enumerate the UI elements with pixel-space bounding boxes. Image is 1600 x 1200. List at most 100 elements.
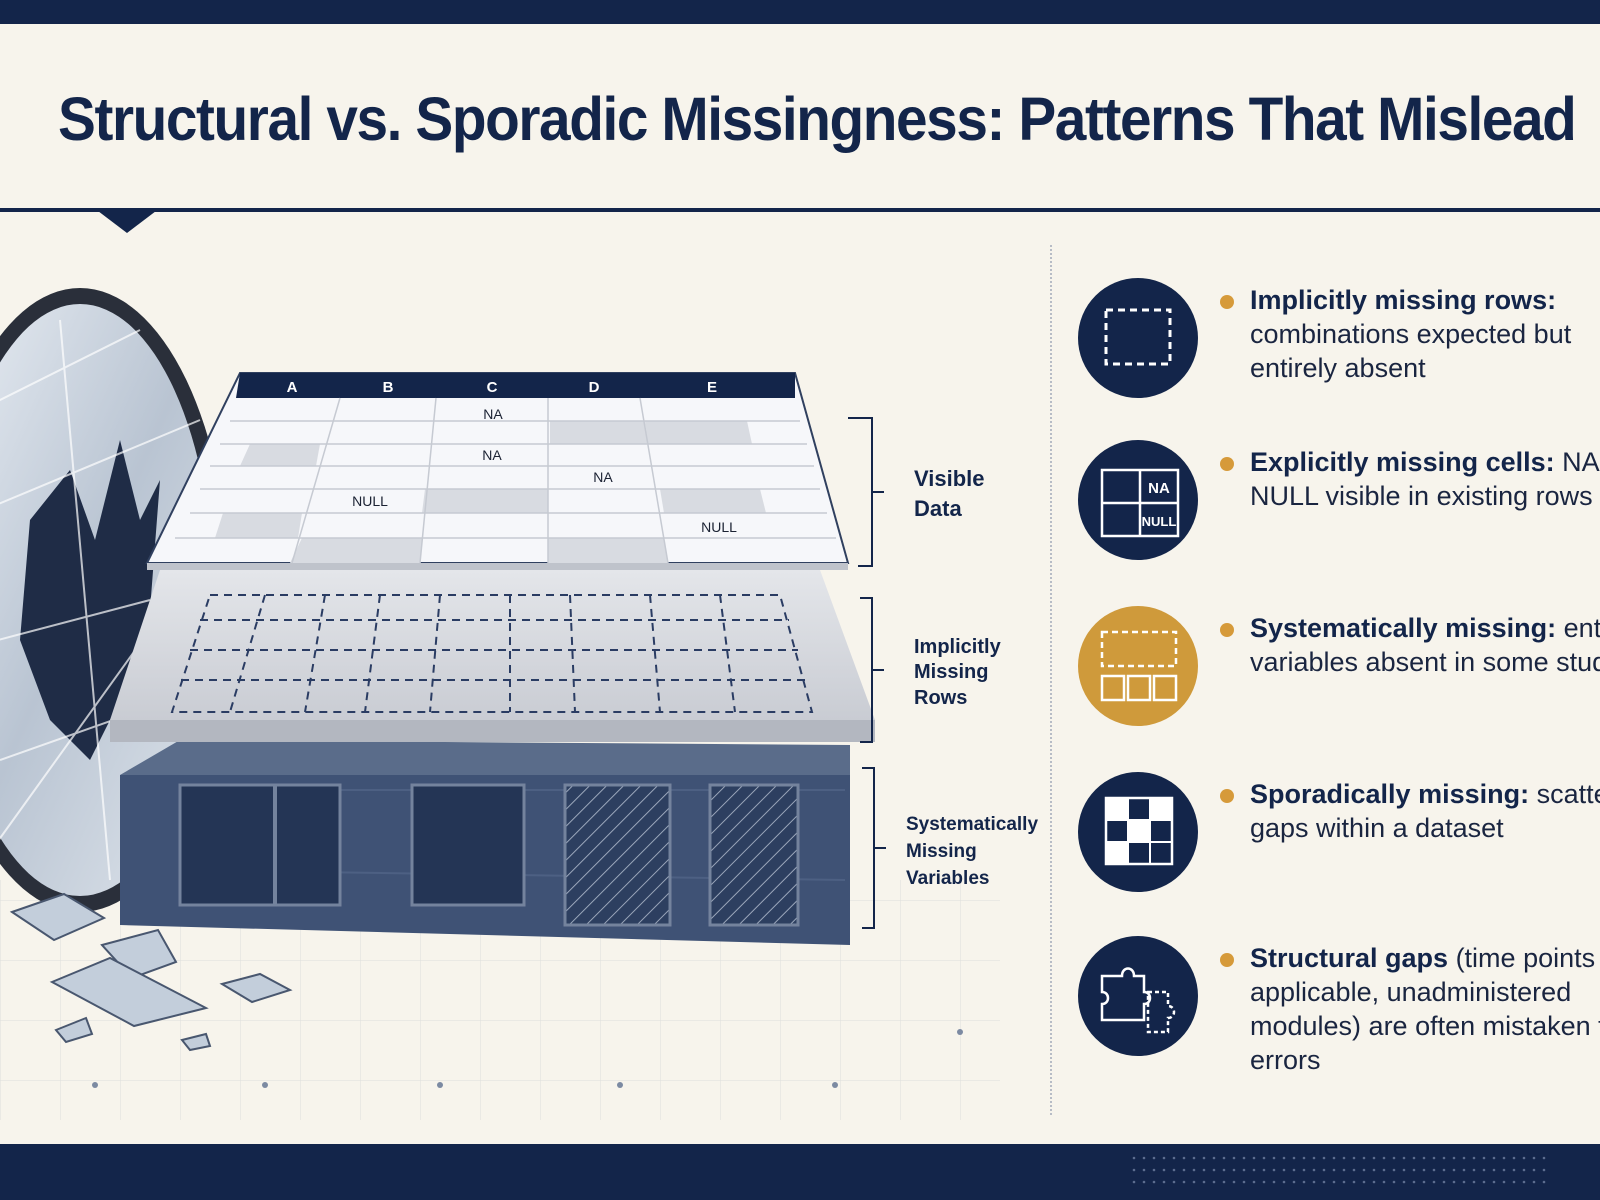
footer-dot — [1132, 1156, 1136, 1160]
footer-dot — [1172, 1156, 1176, 1160]
footer-dot — [1182, 1168, 1186, 1172]
footer-dot — [1512, 1180, 1516, 1184]
footer-dot — [1532, 1168, 1536, 1172]
footer-dot — [1432, 1180, 1436, 1184]
cell-na-2: NA — [482, 447, 502, 463]
footer-dot — [1142, 1168, 1146, 1172]
footer-dot — [1262, 1180, 1266, 1184]
missing-variable-icon — [1100, 630, 1178, 702]
footer-dot — [1492, 1156, 1496, 1160]
footer-dot — [1542, 1156, 1546, 1160]
footer-dot — [1522, 1168, 1526, 1172]
legend-item-sporadic: Sporadically missing: scattered gaps wit… — [1078, 772, 1600, 902]
legend-item-systematic: Systematically missing: entire variables… — [1078, 606, 1600, 736]
footer-dot — [1372, 1156, 1376, 1160]
footer-dot — [1202, 1180, 1206, 1184]
footer-dot — [1232, 1180, 1236, 1184]
footer-dot — [1202, 1168, 1206, 1172]
footer-dot — [1202, 1156, 1206, 1160]
item-text-explicit-cells: Explicitly missing cells: NA, NULL visib… — [1250, 445, 1600, 513]
footer-dot — [1382, 1168, 1386, 1172]
footer-dot — [1492, 1168, 1496, 1172]
footer-dot — [1532, 1156, 1536, 1160]
footer-dot — [1192, 1180, 1196, 1184]
badge-na-label: NA — [1148, 480, 1170, 497]
cell-na-1: NA — [483, 406, 503, 422]
footer-dot — [1252, 1168, 1256, 1172]
footer-dot — [1402, 1156, 1406, 1160]
badge-explicit-cells: NA NULL — [1078, 440, 1198, 560]
footer-dot — [1342, 1180, 1346, 1184]
footer-dot — [1542, 1180, 1546, 1184]
footer-dot — [1182, 1180, 1186, 1184]
footer-dot — [1332, 1168, 1336, 1172]
top-bar — [0, 0, 1600, 24]
footer-dot — [1382, 1156, 1386, 1160]
footer-dot — [1342, 1156, 1346, 1160]
footer-dot — [1412, 1168, 1416, 1172]
footer-dot — [1232, 1156, 1236, 1160]
footer-dot — [1132, 1180, 1136, 1184]
title-pointer — [98, 211, 156, 233]
footer-dot — [1472, 1156, 1476, 1160]
footer-dot — [1162, 1180, 1166, 1184]
footer-dot — [1532, 1180, 1536, 1184]
footer-dot — [1452, 1168, 1456, 1172]
footer-dot — [1152, 1156, 1156, 1160]
visible-data-bracket — [848, 417, 884, 567]
footer-dot — [1322, 1156, 1326, 1160]
na-null-cells-icon: NA NULL — [1100, 468, 1180, 538]
footer-dot — [1512, 1168, 1516, 1172]
item-description: (time points not applicable, unadministe… — [1250, 943, 1600, 1075]
footer-dot — [1132, 1168, 1136, 1172]
footer-dot — [1272, 1180, 1276, 1184]
footer-dot — [1232, 1168, 1236, 1172]
footer-dot — [1282, 1168, 1286, 1172]
footer-dot — [1412, 1180, 1416, 1184]
footer-dot — [1332, 1180, 1336, 1184]
layered-data-illustration: A B C D E NA NA NA NULL NULL Visible Dat… — [0, 288, 1038, 1120]
item-description: scattered gaps within a dataset — [1250, 779, 1600, 843]
footer-dot — [1372, 1180, 1376, 1184]
footer-dot — [1322, 1180, 1326, 1184]
footer-dot — [1372, 1168, 1376, 1172]
footer-dot — [1242, 1168, 1246, 1172]
footer-dot — [1222, 1168, 1226, 1172]
glass-shards — [9, 892, 293, 1052]
footer-dot — [1462, 1180, 1466, 1184]
cell-null-1: NULL — [352, 493, 388, 509]
item-term: Sporadically missing: — [1250, 779, 1530, 809]
footer-dot — [1502, 1180, 1506, 1184]
item-text-implicit-rows: Implicitly missing rows: combinations ex… — [1250, 283, 1600, 385]
implicit-rows-slab — [110, 570, 875, 742]
footer-dot — [1502, 1168, 1506, 1172]
footer-dot — [1192, 1168, 1196, 1172]
footer-dot — [1172, 1180, 1176, 1184]
column-header-e: E — [707, 379, 717, 396]
footer-dot — [1152, 1180, 1156, 1184]
item-term: Implicitly missing rows: — [1250, 285, 1557, 315]
floor-dots — [92, 1029, 963, 1088]
implicit-rows-bracket — [860, 597, 884, 743]
dashed-row-icon — [1104, 308, 1172, 366]
footer-dot — [1272, 1168, 1276, 1172]
footer-dot — [1292, 1156, 1296, 1160]
badge-structural-gaps — [1078, 936, 1198, 1056]
panel-divider — [1050, 245, 1052, 1115]
item-text-structural-gaps: Structural gaps (time points not applica… — [1250, 941, 1600, 1077]
footer-dot — [1312, 1168, 1316, 1172]
footer-dot — [1162, 1168, 1166, 1172]
footer-dot — [1522, 1180, 1526, 1184]
page-title: Structural vs. Sporadic Missingness: Pat… — [58, 85, 1577, 153]
item-term: Explicitly missing cells: — [1250, 447, 1555, 477]
scattered-grid-icon — [1104, 796, 1174, 866]
bullet-dot — [1220, 623, 1234, 637]
footer-dot — [1312, 1180, 1316, 1184]
column-header-a: A — [287, 379, 298, 396]
item-description: NA, NULL visible in existing rows — [1250, 447, 1600, 511]
footer-dot — [1452, 1156, 1456, 1160]
footer-dot — [1412, 1156, 1416, 1160]
cell-na-3: NA — [593, 469, 613, 485]
bullet-dot — [1220, 953, 1234, 967]
footer-dot — [1352, 1156, 1356, 1160]
